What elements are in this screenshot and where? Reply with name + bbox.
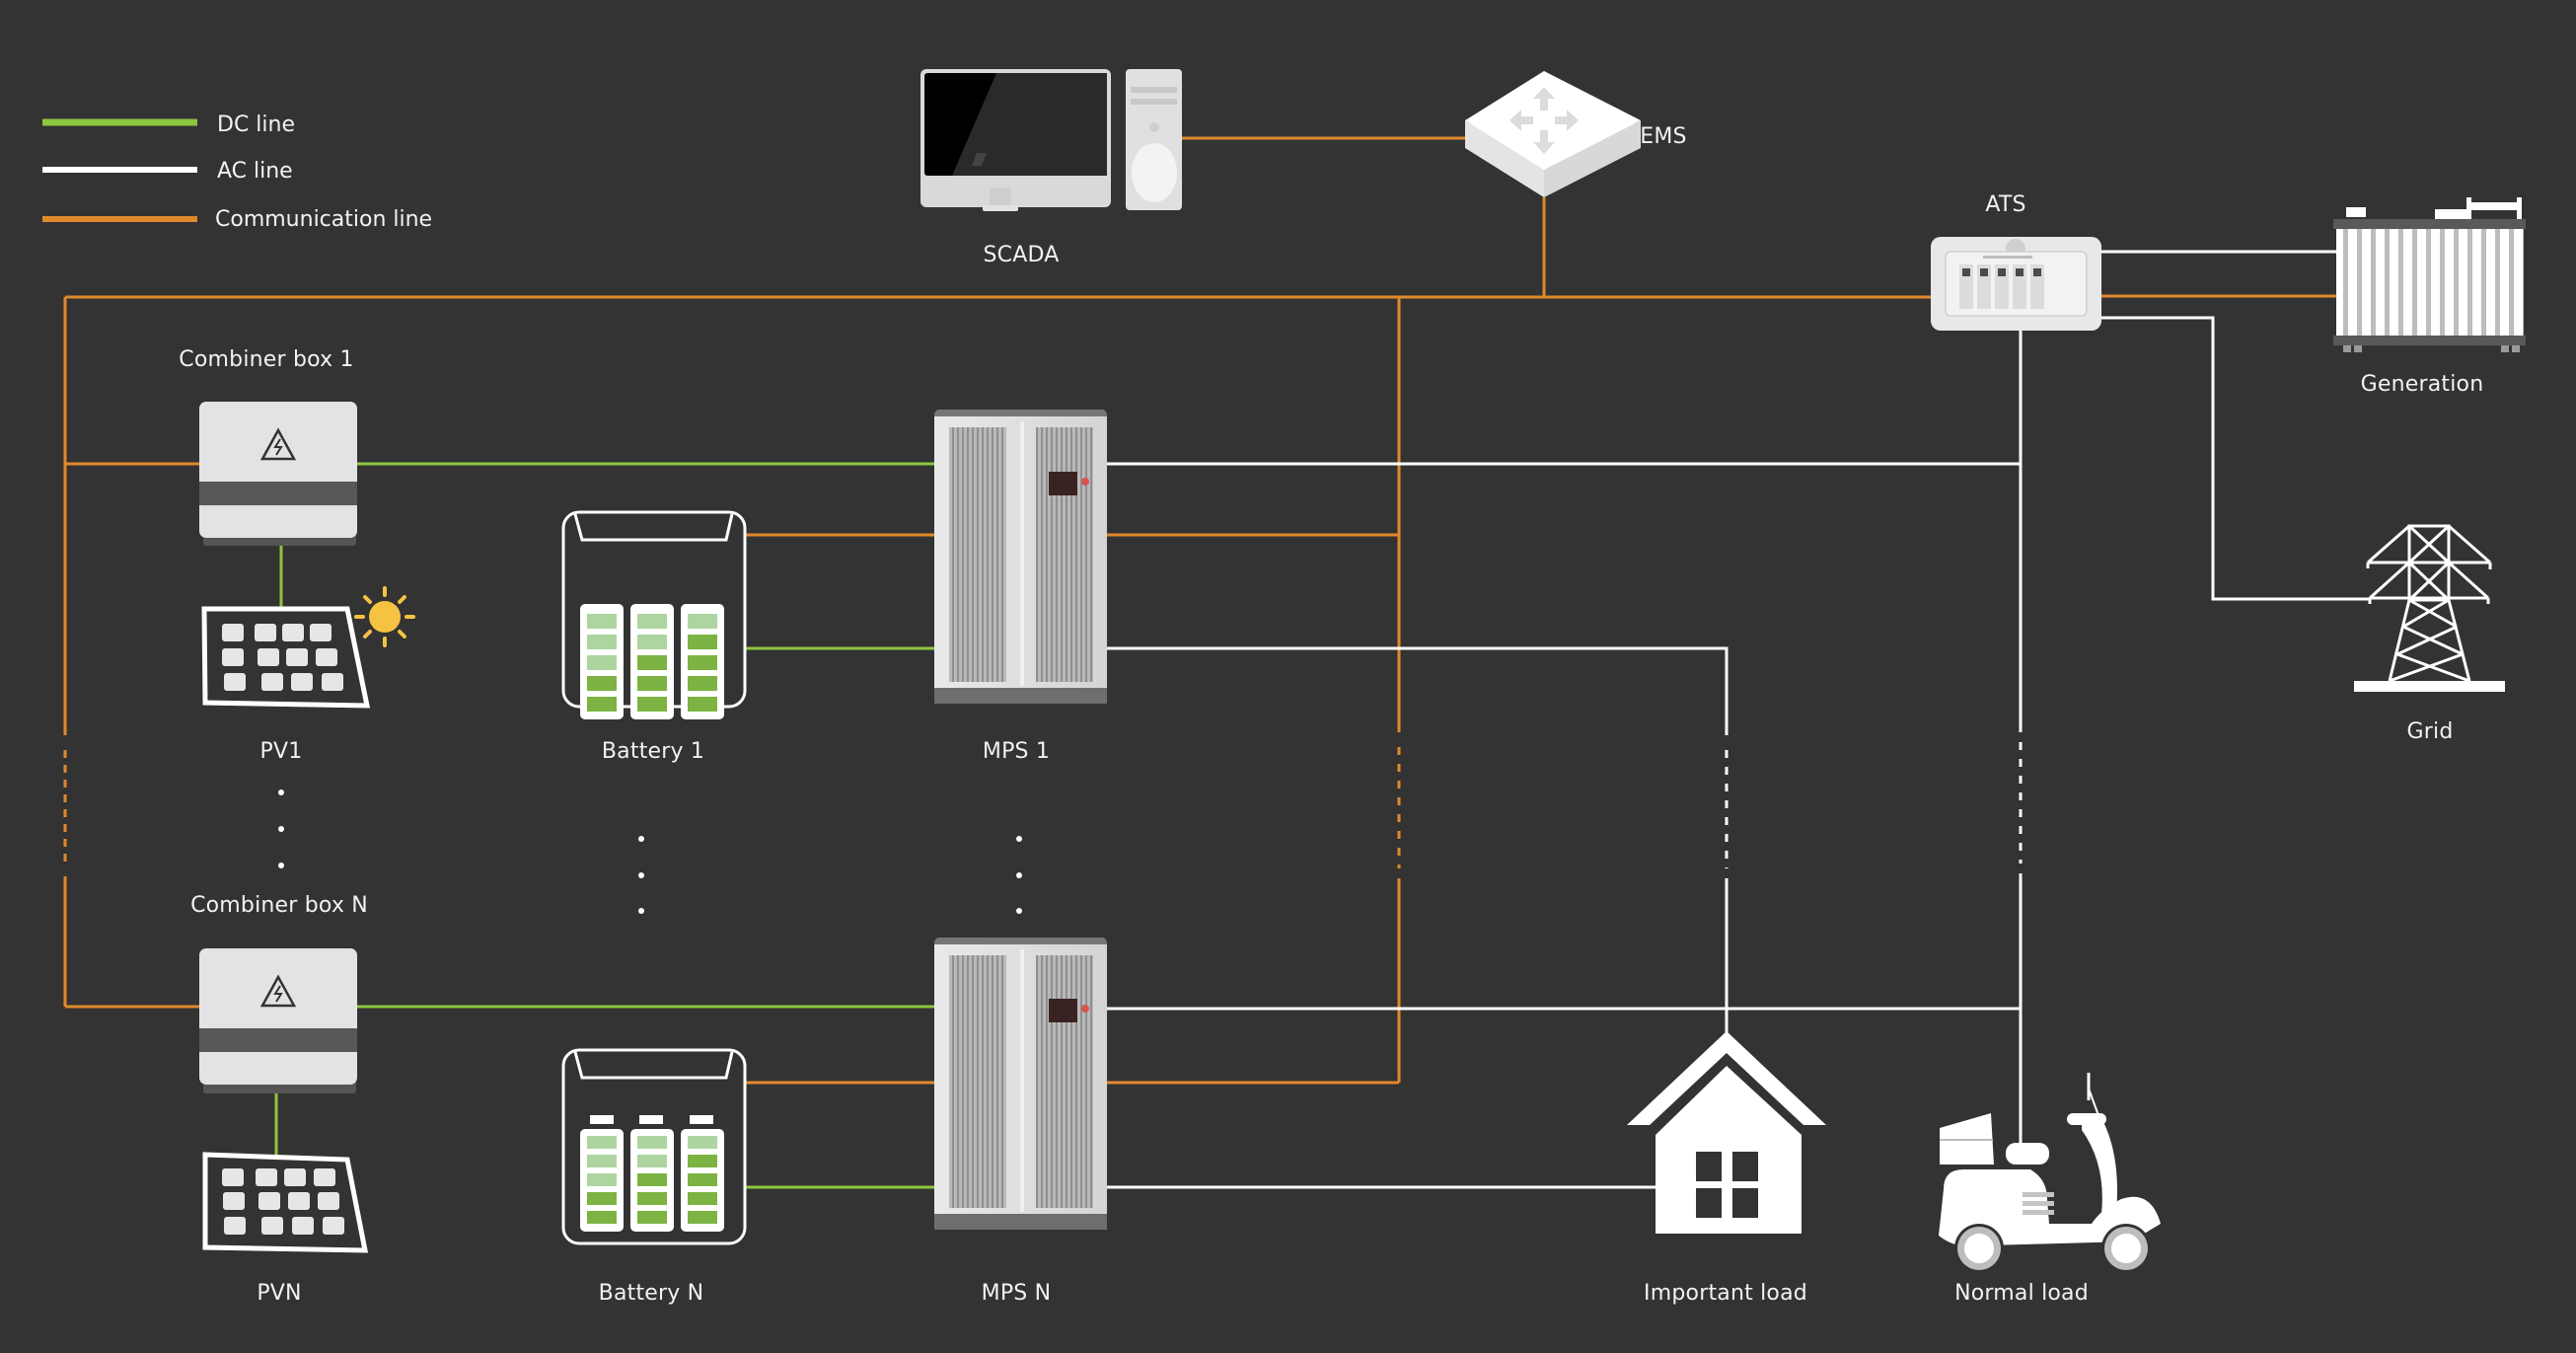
battery-cell (587, 1211, 617, 1224)
dc-lines (274, 462, 935, 1189)
battery-cell (637, 1192, 667, 1205)
battery-cell (637, 1155, 667, 1167)
battery-cell (587, 1192, 617, 1205)
battery-cell (637, 1211, 667, 1224)
legend-dc-label: DC line (217, 113, 295, 137)
battery-cell (637, 655, 667, 670)
battery-cell (587, 1155, 617, 1167)
battery-cell (688, 676, 717, 691)
ac-lines (1106, 250, 2370, 1189)
legend (42, 118, 197, 222)
grid-transmission-tower-icon[interactable] (2354, 524, 2505, 692)
battery-cell (688, 697, 717, 712)
ac-mps1-important (1106, 646, 1729, 735)
battery-cell (587, 635, 617, 649)
ac-ats-grid (2101, 316, 2370, 601)
mps-n-label: MPS N (981, 1281, 1052, 1306)
battery-cell (637, 697, 667, 712)
battery-cell (637, 676, 667, 691)
mps-1-cabinet-icon[interactable] (934, 410, 1107, 704)
combiner-box-1-icon[interactable] (199, 402, 357, 546)
generation-generator-icon[interactable] (2333, 197, 2526, 352)
ellipsis-dots (278, 789, 1022, 914)
battery-n-label: Battery N (598, 1281, 704, 1306)
battery-cell (587, 655, 617, 670)
ems-label: EMS (1640, 124, 1687, 149)
combiner-box-1-label: Combiner box 1 (179, 347, 354, 372)
mps-1-label: MPS 1 (982, 739, 1051, 764)
battery-cell (587, 1136, 617, 1149)
mps-n-cabinet-icon[interactable] (934, 938, 1107, 1230)
important-load-house-icon[interactable] (1627, 1031, 1826, 1234)
battery-cell (688, 1136, 717, 1149)
pv1-solar-panel-icon[interactable] (201, 606, 371, 709)
battery-1-label: Battery 1 (601, 739, 705, 764)
battery-cell (688, 1155, 717, 1167)
scada-label: SCADA (983, 243, 1060, 267)
legend-comm-label: Communication line (215, 207, 433, 232)
normal-load-scooter-icon[interactable] (1939, 1073, 2161, 1273)
legend-ac-label: AC line (217, 159, 293, 184)
communication-lines (63, 136, 2336, 1085)
battery-1-icon[interactable] (561, 510, 747, 719)
battery-cell (688, 1192, 717, 1205)
pvn-label: PVN (257, 1281, 302, 1306)
battery-cell (587, 697, 617, 712)
ems-router-icon[interactable] (1465, 71, 1641, 197)
battery-cell (688, 614, 717, 629)
battery-n-icon[interactable] (561, 1048, 747, 1245)
pv1-label: PV1 (259, 739, 303, 764)
normal-load-label: Normal load (1954, 1281, 2089, 1306)
combiner-box-n-icon[interactable] (199, 948, 357, 1093)
battery-cell (637, 1173, 667, 1186)
scada-computer-icon[interactable] (920, 69, 1182, 211)
battery-cell (688, 635, 717, 649)
ats-switch-panel-icon[interactable] (1931, 237, 2101, 331)
battery-cell (688, 1211, 717, 1224)
important-load-label: Important load (1644, 1281, 1807, 1306)
battery-cell (688, 1173, 717, 1186)
ats-label: ATS (1985, 192, 2026, 217)
battery-cell (637, 614, 667, 629)
sun-icon (354, 586, 415, 647)
battery-cell (688, 655, 717, 670)
battery-cell (587, 1173, 617, 1186)
generation-label: Generation (2360, 372, 2484, 397)
grid-label: Grid (2406, 719, 2454, 744)
battery-cell (587, 676, 617, 691)
pvn-solar-panel-icon[interactable] (202, 1152, 369, 1253)
battery-cell (637, 1136, 667, 1149)
battery-cell (587, 614, 617, 629)
battery-cell (637, 635, 667, 649)
combiner-box-n-label: Combiner box N (190, 893, 368, 918)
